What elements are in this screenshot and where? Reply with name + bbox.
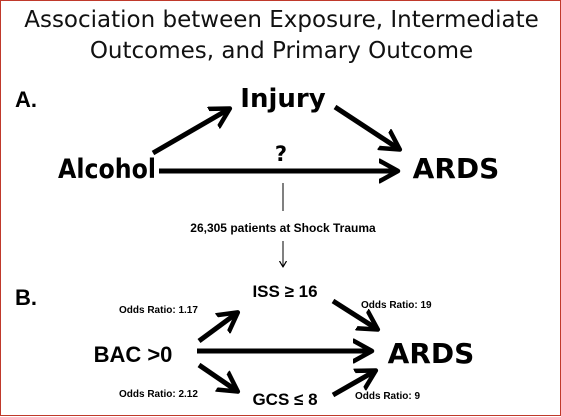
odds-ratio-bac-gcs: Odds Ratio: 2.12 bbox=[119, 389, 198, 400]
arrow-alcohol-injury bbox=[151, 109, 229, 156]
slide-title: Association between Exposure, Intermedia… bbox=[1, 5, 561, 67]
node-ards-a: ARDS bbox=[413, 152, 500, 185]
node-gcs: GCS ≤ 8 bbox=[252, 390, 317, 409]
unknown-marker: ? bbox=[275, 142, 287, 166]
node-alcohol: Alcohol bbox=[58, 154, 156, 185]
odds-ratio-bac-iss: Odds Ratio: 1.17 bbox=[119, 305, 198, 316]
arrow-injury-ards bbox=[333, 104, 399, 149]
panel-b-label: B. bbox=[15, 285, 37, 310]
node-injury: Injury bbox=[240, 84, 325, 114]
node-iss: ISS ≥ 16 bbox=[252, 282, 317, 301]
node-ards-b: ARDS bbox=[388, 337, 475, 370]
title-line-2: Outcomes, and Primary Outcome bbox=[89, 38, 474, 64]
title-line-1: Association between Exposure, Intermedia… bbox=[24, 7, 539, 33]
odds-ratio-iss-ards: Odds Ratio: 19 bbox=[361, 300, 432, 311]
cohort-label: 26,305 patients at Shock Trauma bbox=[190, 221, 376, 235]
odds-ratio-gcs-ards: Odds Ratio: 9 bbox=[355, 391, 420, 402]
arrow-gcs-ards bbox=[331, 371, 375, 398]
arrow-bac-iss bbox=[197, 313, 237, 344]
node-bac: BAC >0 bbox=[94, 342, 173, 367]
arrow-bac-gcs bbox=[197, 362, 237, 391]
panel-a-label: A. bbox=[15, 87, 37, 112]
arrow-iss-ards bbox=[331, 298, 377, 329]
